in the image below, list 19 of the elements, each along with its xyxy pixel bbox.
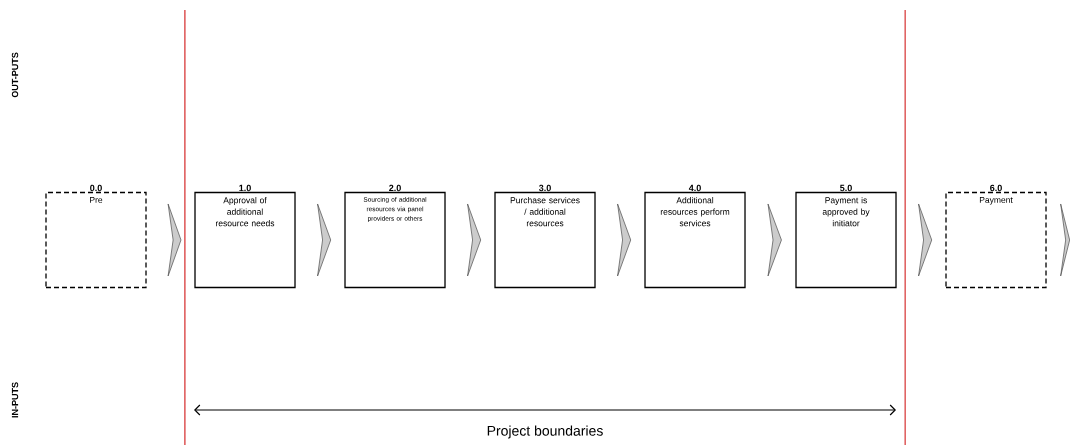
node-label: 4.0 <box>688 184 701 192</box>
node-label: 3.0 <box>538 184 551 192</box>
chevron-arrow <box>167 203 182 277</box>
dashed-box: Pre 0.0 <box>45 184 147 289</box>
node-label: 1.0 <box>239 184 251 192</box>
node-label: 5.0 <box>840 184 852 192</box>
process-box: Payment is approved by initiator 5.0 <box>795 184 897 289</box>
chevron-arrow <box>1060 203 1070 277</box>
chevron-arrow <box>767 203 782 277</box>
node-label: 0.0 <box>90 184 102 192</box>
side-label: IN-PUTS <box>11 382 19 418</box>
node-label: 6.0 <box>990 184 1002 192</box>
node-label: 2.0 <box>389 184 401 192</box>
dashed-box: Payment 6.0 <box>945 184 1047 289</box>
process-box: Approval of additional resource needs 1.0 <box>194 184 296 289</box>
side-label: OUT-PUTS <box>11 52 19 98</box>
process-box: Additional resources perform services 4.0 <box>644 184 746 289</box>
boundary-label: Project boundaries <box>487 425 603 439</box>
process-box: Purchase services / additional resources 3.0 <box>494 184 596 289</box>
